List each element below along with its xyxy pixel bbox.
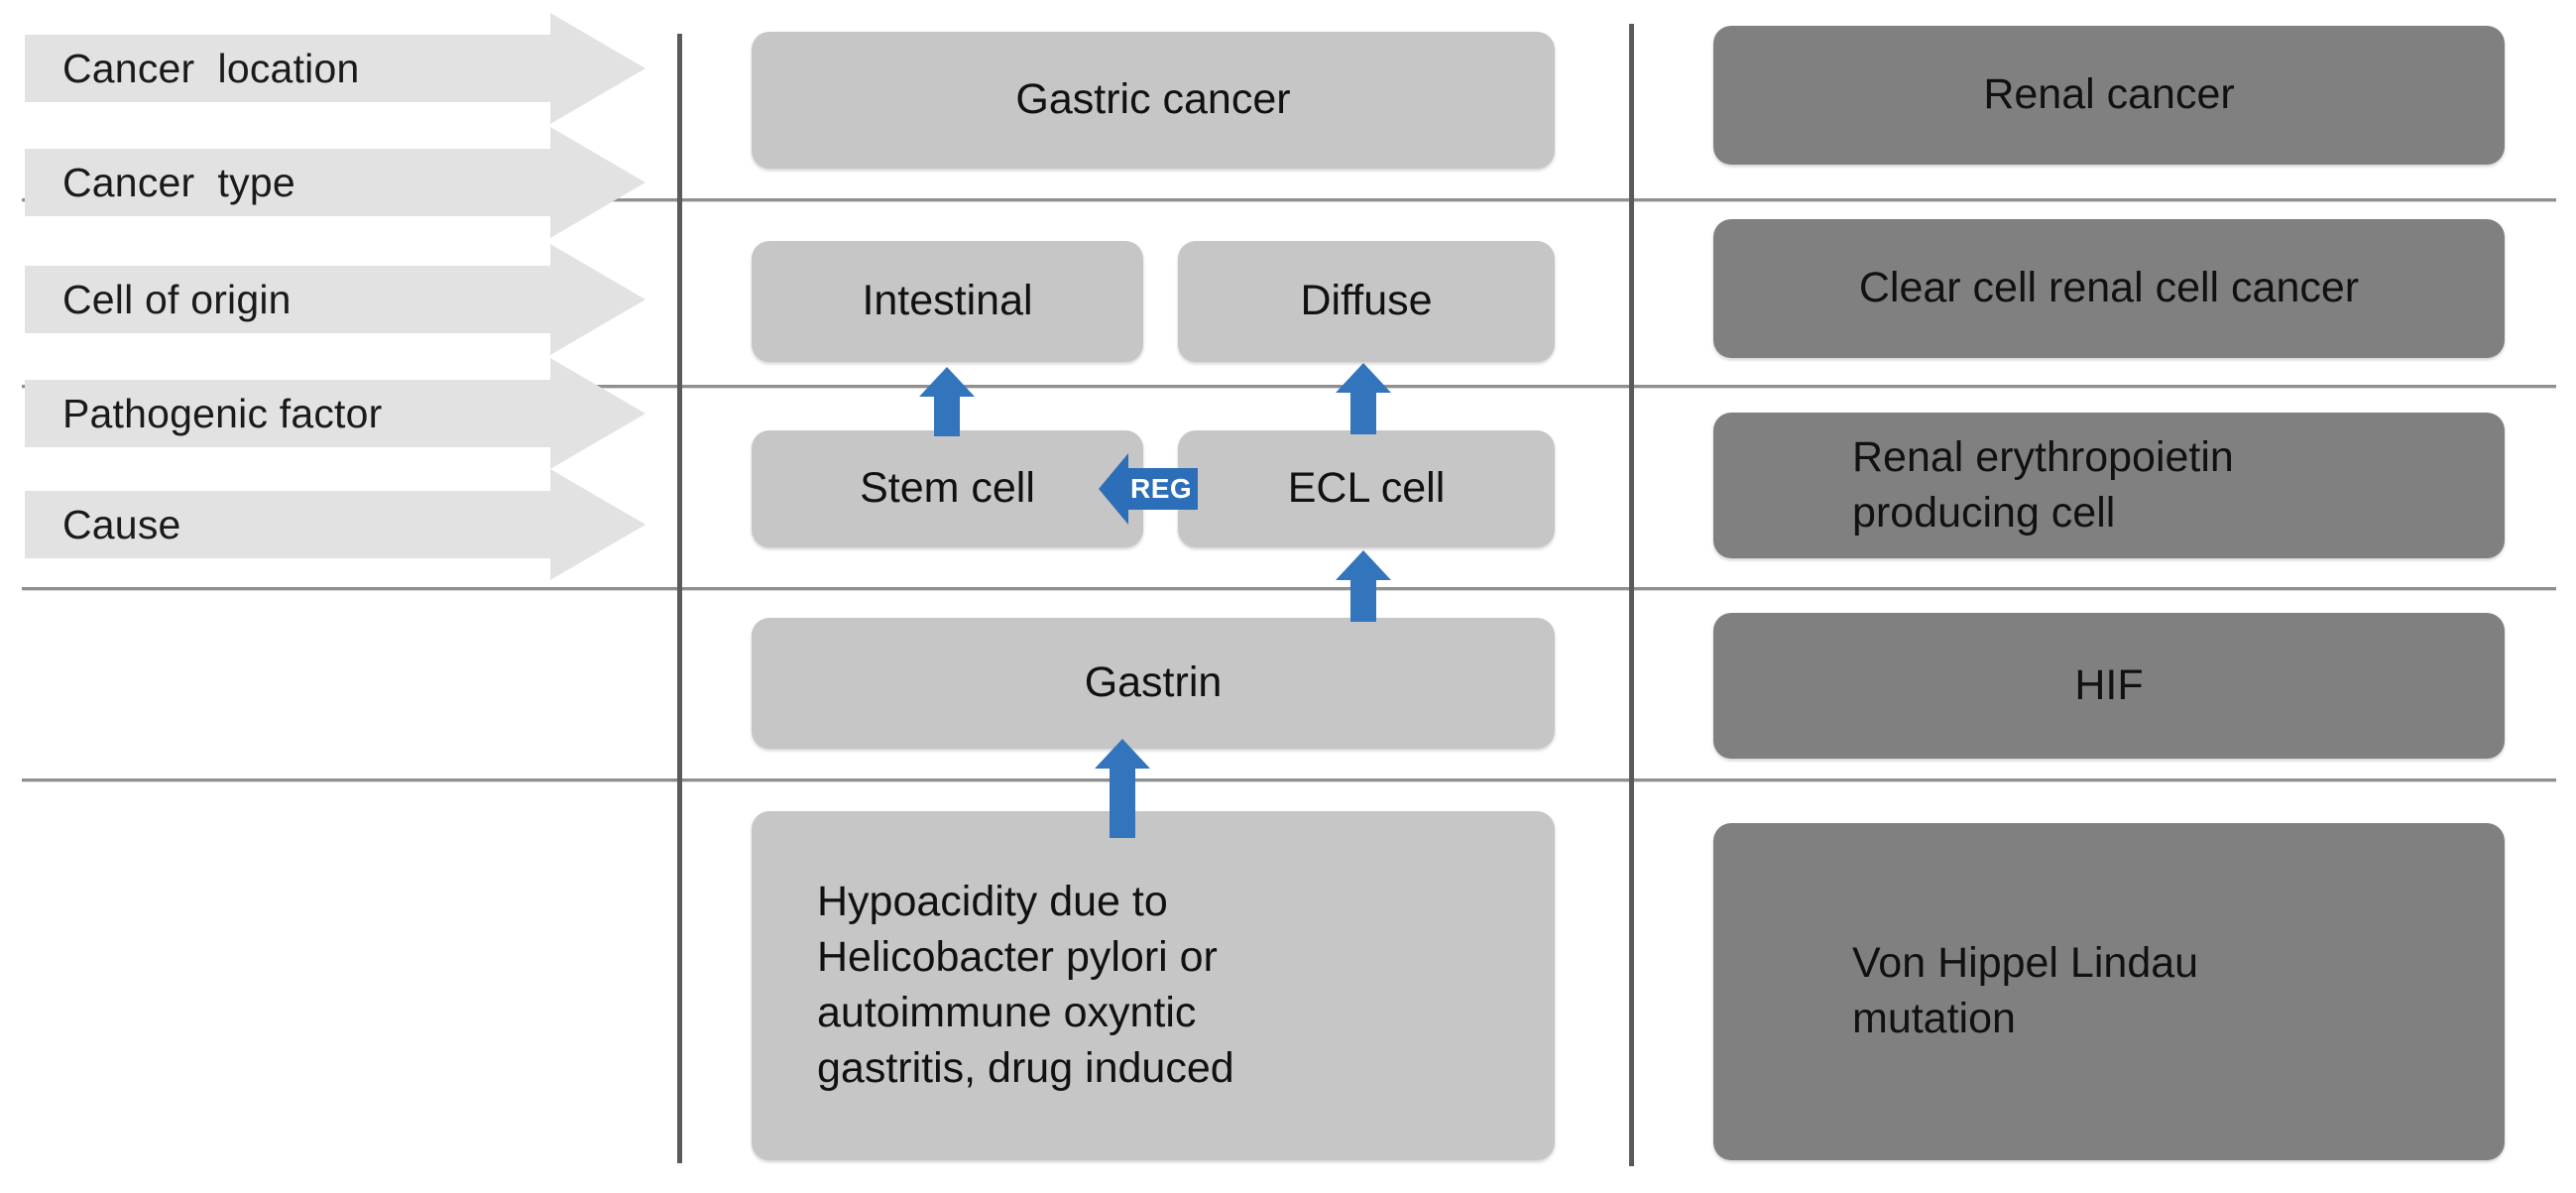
arrow-gastrin-to-ecl-icon: [1334, 550, 1393, 622]
arrow-shaft: [1350, 578, 1376, 622]
row-label-cause: Cause: [25, 469, 645, 580]
arrow-cause-to-gastrin-icon: [1093, 739, 1152, 838]
arrow-head-icon: [1095, 739, 1150, 769]
arrow-head-icon: [550, 469, 645, 580]
arrow-shaft: [1350, 391, 1376, 434]
arrow-head-icon: [919, 367, 975, 397]
box-renal-cancer: Renal cancer: [1713, 26, 2505, 165]
row-label-text: Cancer type: [62, 159, 295, 205]
row-divider-3: [22, 587, 2556, 590]
arrow-head-icon: [550, 244, 645, 355]
arrow-head-icon: [1336, 363, 1391, 393]
row-divider-4: [22, 778, 2556, 781]
box-diffuse: Diffuse: [1178, 241, 1555, 362]
box-vhl-mutation: Von Hippel Lindau mutation: [1713, 823, 2505, 1160]
arrow-ecl-to-diffuse-icon: [1334, 363, 1393, 434]
box-gastric-cause: Hypoacidity due to Helicobacter pylori o…: [752, 811, 1555, 1160]
row-label-cell-of-origin: Cell of origin: [25, 244, 645, 355]
arrow-shaft: [1110, 767, 1135, 838]
box-intestinal: Intestinal: [752, 241, 1143, 362]
row-label-text: Cell of origin: [62, 276, 292, 322]
column-divider-left: [677, 34, 682, 1163]
row-divider-2: [22, 385, 2556, 388]
arrow-head-icon: [1099, 453, 1128, 525]
row-label-cancer-type: Cancer type: [25, 127, 645, 238]
row-label-text: Cancer location: [62, 45, 360, 91]
arrow-head-icon: [550, 358, 645, 469]
row-divider-1: [22, 198, 2556, 201]
column-divider-right: [1629, 24, 1634, 1166]
row-label-pathogenic-factor: Pathogenic factor: [25, 358, 645, 469]
row-label-text: Cause: [62, 501, 181, 547]
arrow-head-icon: [550, 127, 645, 238]
row-label-cancer-location: Cancer location: [25, 13, 645, 124]
reg-label: REG: [1128, 468, 1199, 510]
arrow-head-icon: [550, 13, 645, 124]
arrow-reg-ecl-to-stemcell: REG: [1099, 453, 1199, 525]
box-gastric-cancer: Gastric cancer: [752, 32, 1555, 169]
arrow-shaft: [934, 395, 960, 436]
box-clear-cell-renal-cell-cancer: Clear cell renal cell cancer: [1713, 219, 2505, 358]
box-hif: HIF: [1713, 613, 2505, 759]
box-gastrin: Gastrin: [752, 618, 1555, 749]
box-ecl-cell: ECL cell: [1178, 430, 1555, 547]
row-label-text: Pathogenic factor: [62, 390, 383, 436]
box-renal-epo-cell: Renal erythropoietin producing cell: [1713, 413, 2505, 558]
box-stem-cell: Stem cell: [752, 430, 1143, 547]
arrow-stemcell-to-intestinal-icon: [917, 367, 977, 436]
arrow-head-icon: [1336, 550, 1391, 580]
